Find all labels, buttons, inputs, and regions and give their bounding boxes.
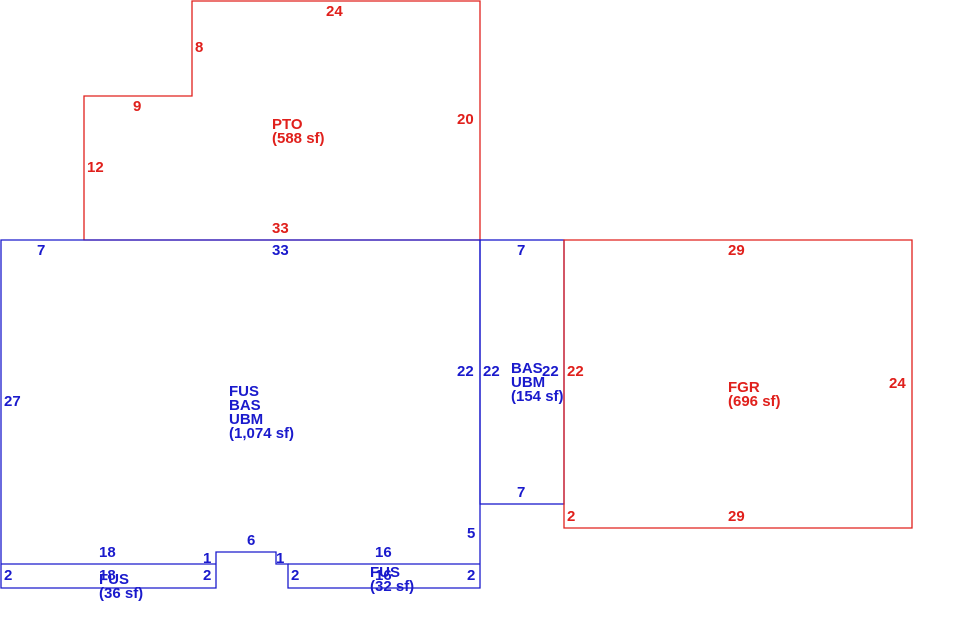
fgr-dim-bottom: 29	[728, 508, 745, 525]
bas-code-ubm: UBM	[511, 374, 545, 391]
bas-dim-bottom: 7	[517, 484, 525, 501]
bas-area: (154 sf)	[511, 388, 564, 405]
main-area: (1,074 sf)	[229, 425, 294, 442]
pto-dim-top: 24	[326, 3, 343, 20]
main-dim-bump-right: 5	[467, 525, 475, 542]
fus-left-dim-bottom: 18	[99, 567, 116, 584]
main-dim-top: 33	[272, 242, 289, 259]
fus-right-name: FUS	[370, 564, 400, 581]
main-code-bas: BAS	[229, 397, 261, 414]
main-dim-right: 22	[457, 363, 474, 380]
bas-code-bas: BAS	[511, 360, 543, 377]
main-dim-notch-right: 1	[276, 550, 284, 567]
pto-dim-bottom: 33	[272, 220, 289, 237]
fus-left-dim-top: 18	[99, 544, 116, 561]
fus-right-area: (32 sf)	[370, 578, 414, 595]
fgr-dim-corner: 2	[567, 508, 575, 525]
pto-dim-step: 8	[195, 39, 203, 56]
fgr-area: (696 sf)	[728, 393, 781, 410]
fus-right-dim-bottom: 16	[375, 567, 392, 584]
pto-area: (588 sf)	[272, 130, 325, 147]
main-code-ubm: UBM	[229, 411, 263, 428]
fgr-dim-right: 24	[889, 375, 906, 392]
fgr-dim-top: 29	[728, 242, 745, 259]
main-dim-left: 27	[4, 393, 21, 410]
fus-left-dim-left: 2	[4, 567, 12, 584]
pto-dim-right: 20	[457, 111, 474, 128]
pto-name: PTO	[272, 116, 303, 133]
main-code-fus: FUS	[229, 383, 259, 400]
pto-dim-left: 12	[87, 159, 104, 176]
pto-dim-ledge: 9	[133, 98, 141, 115]
fus-right-dim-right: 2	[467, 567, 475, 584]
fus-left-dim-right: 2	[203, 567, 211, 584]
fus-left-area: (36 sf)	[99, 585, 143, 602]
fgr-name: FGR	[728, 379, 760, 396]
fgr-dim-left: 22	[567, 363, 584, 380]
main-dim-notch-top: 6	[247, 532, 255, 549]
fus-right-dim-top: 16	[375, 544, 392, 561]
fus-left-name: FUS	[99, 571, 129, 588]
fus-right-dim-left: 2	[291, 567, 299, 584]
bas-dim-top: 7	[517, 242, 525, 259]
main-dim-top-left: 7	[37, 242, 45, 259]
bas-dim-left: 22	[483, 363, 500, 380]
bas-dim-right: 22	[542, 363, 559, 380]
main-dim-notch-left: 1	[203, 550, 211, 567]
fgr-outline[interactable]	[563, 239, 913, 529]
